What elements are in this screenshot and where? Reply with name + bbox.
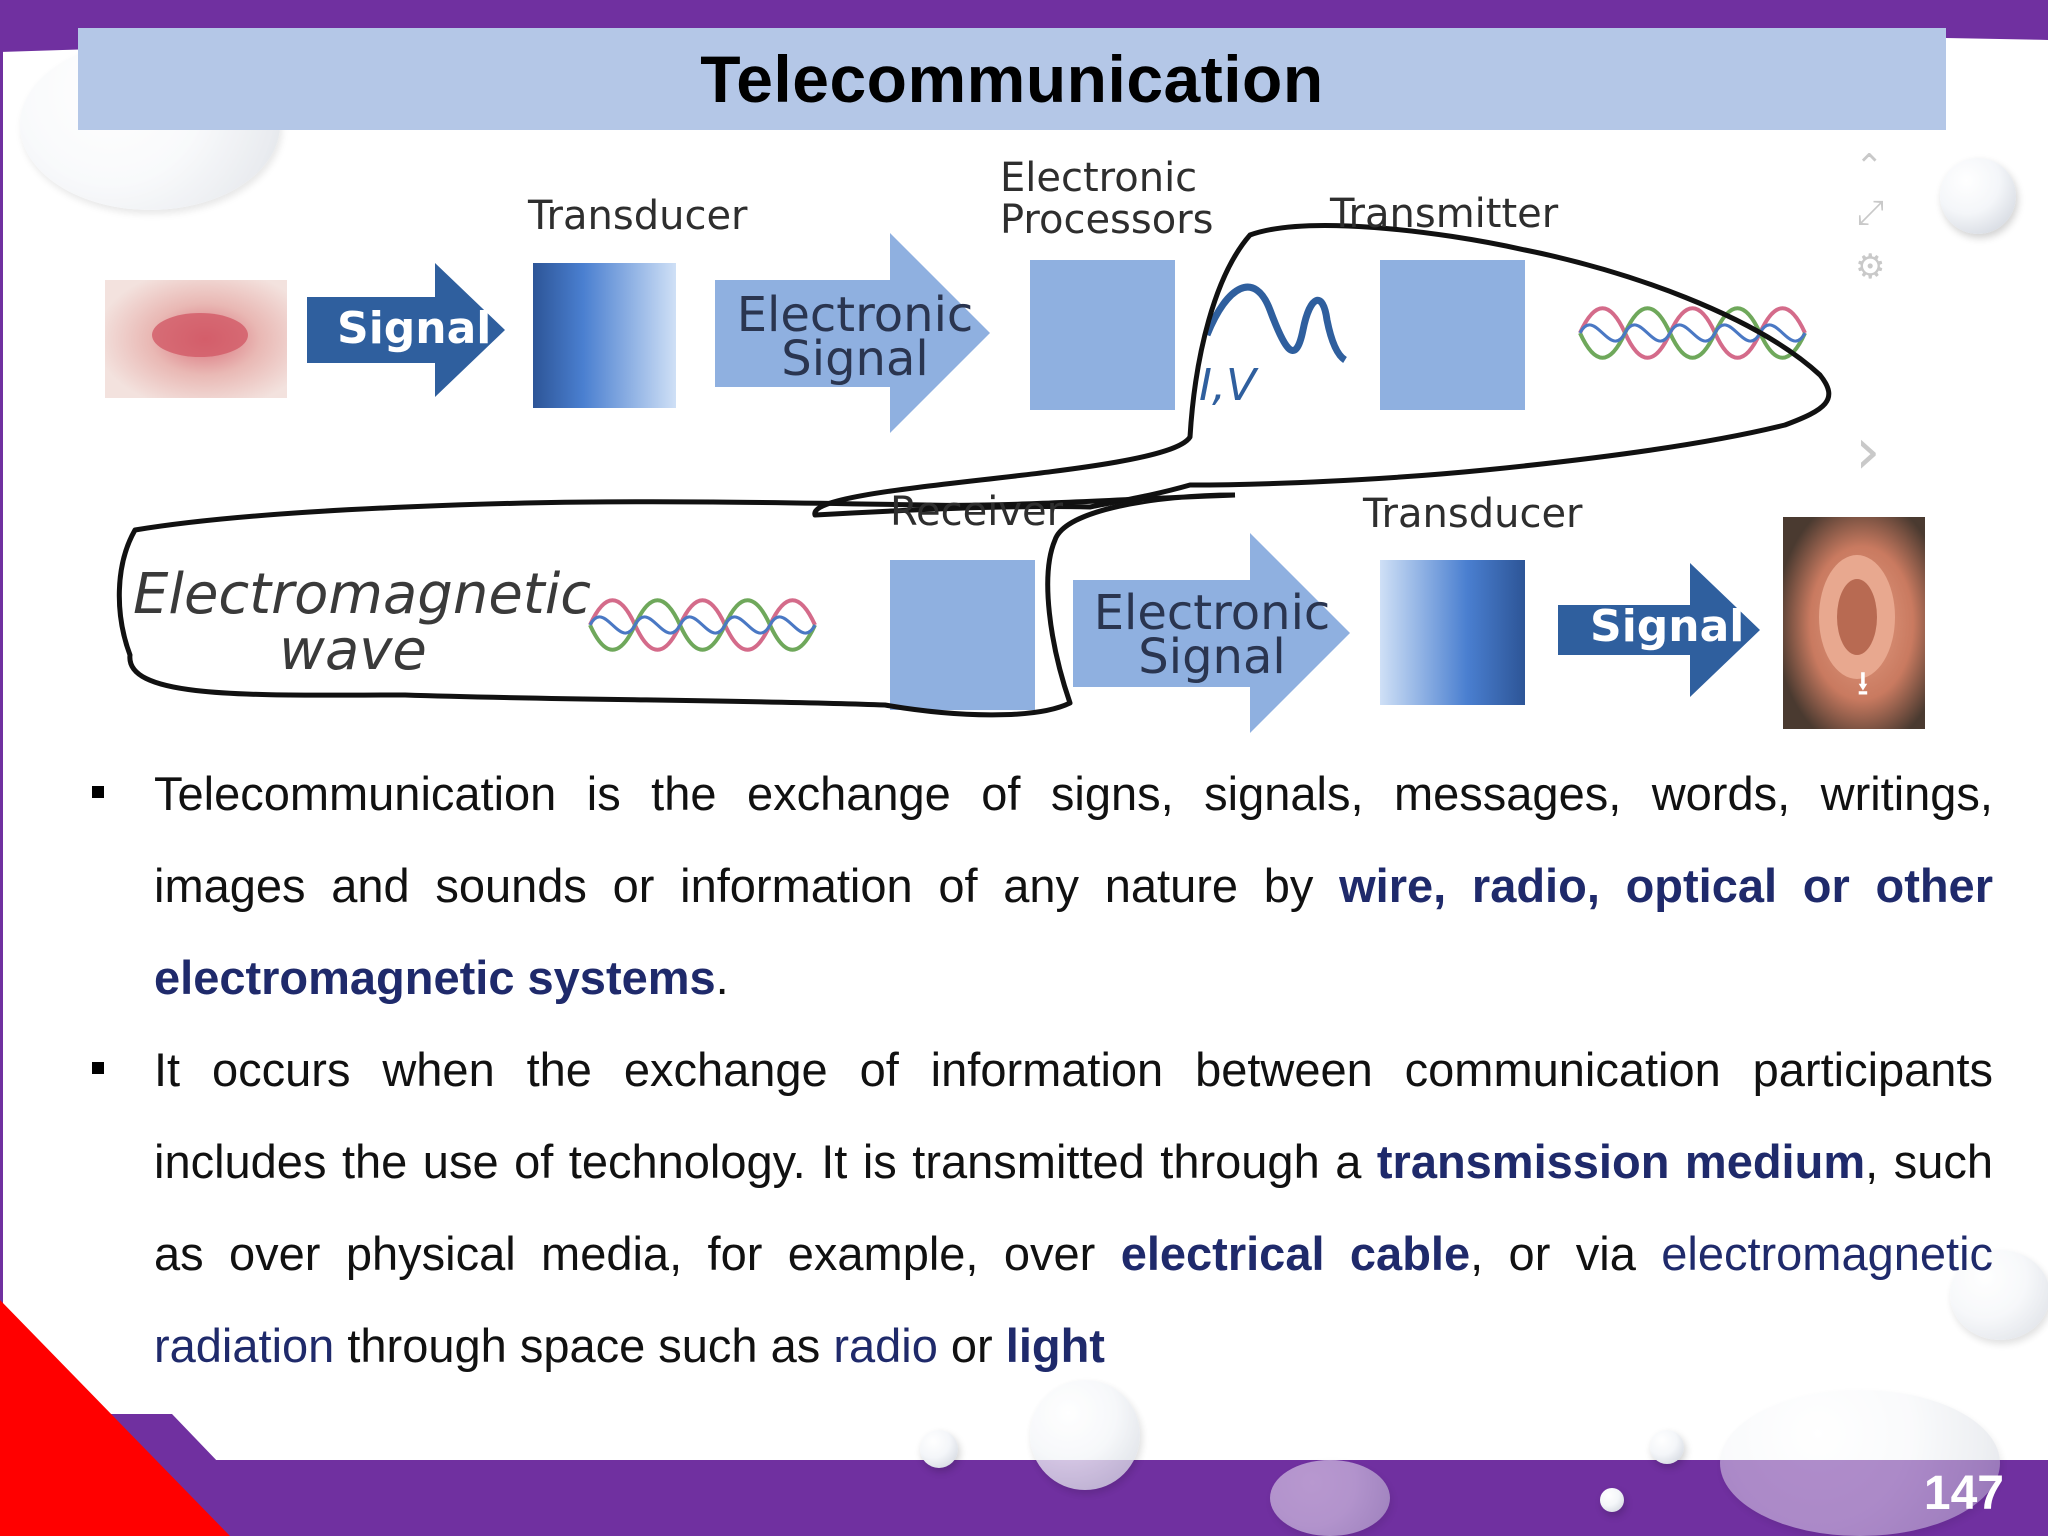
electronic-signal-line2: Signal <box>781 331 929 387</box>
em-wave-bottom <box>588 598 817 652</box>
processors-label-line2: Processors <box>1000 197 1214 243</box>
bullet-text: , such as over physical media, for examp… <box>154 1135 1993 1280</box>
highlight-text: electrical cable <box>1120 1227 1471 1280</box>
transmitter-block <box>1380 260 1525 410</box>
slide-title: Telecommunication <box>700 42 1324 116</box>
bullet-item-occurrence: It occurs when the exchange of informati… <box>88 1024 1993 1392</box>
highlight-text: light <box>1005 1319 1105 1372</box>
water-droplet <box>1950 1250 2048 1340</box>
highlight-text: electromagnetic radiation <box>154 1227 1994 1372</box>
electronic-signal-line1: Electronic <box>736 287 974 343</box>
signal-arrow <box>307 263 505 397</box>
signal-arrow-bottom-label: Signal <box>1590 601 1745 652</box>
signal-arrow-label: Signal <box>337 303 492 354</box>
receiver-block <box>890 560 1035 710</box>
electronic-signal-arrow <box>715 233 990 433</box>
handdrawn-outline-transmitter <box>812 223 1832 518</box>
bullet-text: Telecommunication is the exchange of sig… <box>154 767 1993 912</box>
chevron-right-icon[interactable]: › <box>1855 415 1881 489</box>
water-droplet <box>1270 1460 1390 1536</box>
highlight-text: wire, radio, optical or other electromag… <box>154 859 1993 1004</box>
water-droplet <box>1940 158 2016 234</box>
electronic-signal-arrow-label: Electronic Signal <box>725 287 985 387</box>
left-edge-line <box>0 40 3 1340</box>
signal-wave <box>1203 283 1348 363</box>
diagram-graphics <box>105 223 1925 733</box>
title-bar: Telecommunication <box>78 28 1946 130</box>
bullet-text: . <box>715 951 729 1004</box>
water-droplet <box>1600 1488 1624 1512</box>
handdrawn-outline-receiver <box>116 492 1236 718</box>
electronic-signal-bottom-line2: Signal <box>1138 629 1286 685</box>
highlight-text: radio <box>833 1319 938 1372</box>
transmitter-label: Transmitter <box>1330 191 1559 237</box>
gear-icon[interactable]: ⚙ <box>1855 247 1886 287</box>
processor-block <box>1030 260 1175 410</box>
transducer-label: Transducer <box>528 193 748 239</box>
processors-label: Electronic Processors <box>1000 157 1214 241</box>
bullet-text: or <box>937 1319 1006 1372</box>
chevron-up-icon[interactable]: ⌃ <box>1855 147 1884 187</box>
water-droplet <box>1650 1430 1684 1464</box>
telecom-diagram: Transducer Electronic Processors Transmi… <box>105 147 1925 735</box>
bullet-item-definition: Telecommunication is the exchange of sig… <box>88 748 1993 1024</box>
bullet-text: , or via <box>1470 1227 1662 1280</box>
water-droplet <box>1030 1380 1140 1490</box>
download-icon[interactable]: ⭳ <box>1857 664 1869 704</box>
transducer-block-bottom <box>1380 560 1525 705</box>
transducer-label-bottom: Transducer <box>1363 491 1583 537</box>
water-droplet <box>920 1430 958 1468</box>
top-curve-decoration <box>0 0 2048 52</box>
page-number: 147 <box>1923 1467 2004 1520</box>
receiver-label: Receiver <box>890 489 1064 535</box>
em-wave-top <box>1578 306 1807 360</box>
electronic-signal-bottom-line1: Electronic <box>1093 585 1331 641</box>
signal-arrow-bottom <box>1558 563 1760 697</box>
bullet-text: It occurs when the exchange of informati… <box>154 1043 1993 1188</box>
bullet-text: through space such as <box>334 1319 834 1372</box>
electronic-signal-arrow-bottom-label: Electronic Signal <box>1077 585 1347 685</box>
expand-icon[interactable]: ⤢ <box>1857 193 1885 233</box>
transducer-block <box>533 263 676 408</box>
em-wave-line1: Electromagnetic <box>133 562 592 627</box>
bullet-list: Telecommunication is the exchange of sig… <box>88 748 1993 1392</box>
bottom-band <box>0 1460 2048 1536</box>
highlight-text: transmission medium <box>1376 1135 1866 1188</box>
electronic-signal-arrow-bottom <box>1073 533 1350 733</box>
wave-axis-label: I,V <box>1199 360 1257 411</box>
em-wave-line2: wave <box>279 618 427 683</box>
water-droplet <box>1720 1390 2000 1536</box>
processors-label-line1: Electronic <box>1000 155 1198 201</box>
em-wave-label: Electromagnetic wave <box>133 562 592 683</box>
